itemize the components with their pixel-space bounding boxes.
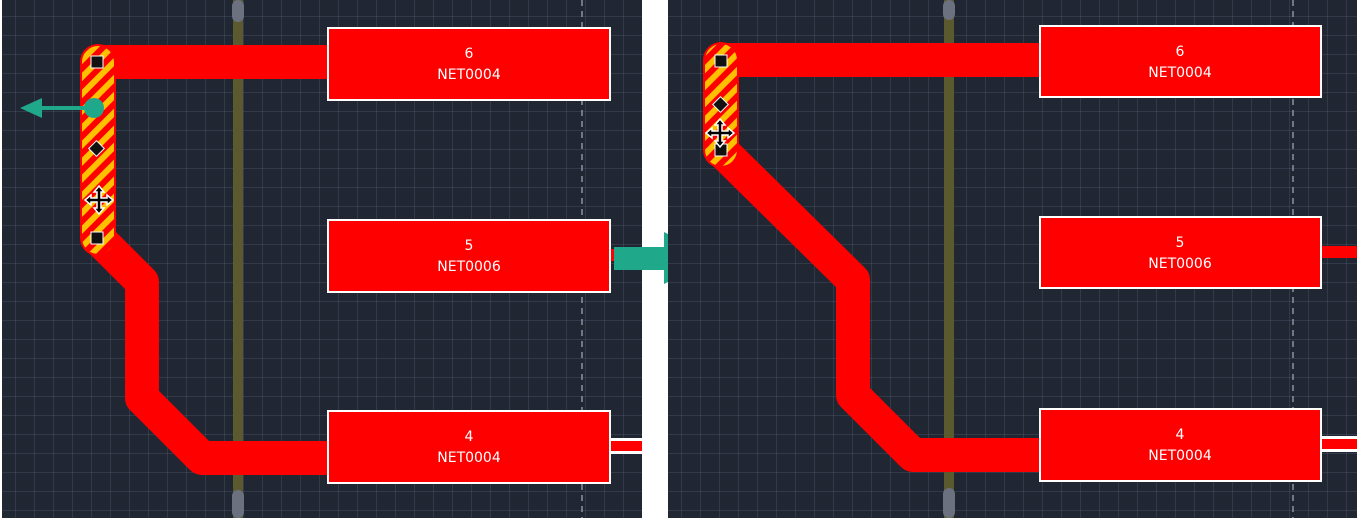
trace-stub-pad5 — [1320, 246, 1357, 258]
pad-net-name: NET0006 — [1148, 256, 1212, 272]
pad-net-name: NET0006 — [437, 259, 501, 275]
pad-number: 5 — [465, 238, 474, 254]
pad-number: 4 — [465, 429, 474, 445]
square-handle-icon[interactable] — [714, 54, 728, 68]
guide-line-cap-bottom — [232, 490, 244, 518]
pad-net-name: NET0004 — [1148, 65, 1212, 81]
pad-5[interactable]: 5 NET0006 — [327, 219, 611, 293]
guide-line — [233, 0, 243, 518]
pad-4[interactable]: 4 NET0004 — [1039, 408, 1322, 482]
pad-4[interactable]: 4 NET0004 — [327, 410, 611, 484]
pad-6[interactable]: 6 NET0004 — [327, 27, 611, 101]
pcb-layout-before: 6 NET0004 5 NET0006 4 NET0004 — [20, 0, 642, 518]
diamond-handle-icon[interactable] — [712, 96, 729, 113]
trace-stub-pad4-fill — [1320, 439, 1357, 449]
move-cursor-icon — [704, 117, 736, 149]
square-handle-icon[interactable] — [90, 55, 104, 69]
trace-stub-pad4-fill — [608, 441, 642, 451]
diamond-handle-icon[interactable] — [88, 140, 105, 157]
guide-line-cap-bottom — [943, 488, 955, 518]
guide-line — [944, 0, 954, 518]
move-cursor-icon — [83, 184, 115, 216]
trace-net0004-bottom[interactable] — [81, 221, 349, 475]
pad-net-name: NET0004 — [437, 450, 501, 466]
pad-6[interactable]: 6 NET0004 — [1039, 25, 1322, 98]
pad-number: 4 — [1176, 427, 1185, 443]
pcb-canvas-before[interactable]: 6 NET0004 5 NET0006 4 NET0004 — [2, 0, 642, 518]
guide-line-cap-top — [232, 0, 244, 22]
pad-number: 5 — [1176, 235, 1185, 251]
arrow-left-icon — [20, 98, 104, 118]
pad-number: 6 — [1176, 44, 1185, 60]
pcb-canvas-after[interactable]: 6 NET0004 5 NET0006 4 NET0004 — [668, 0, 1357, 518]
pad-5[interactable]: 5 NET0006 — [1039, 216, 1322, 289]
guide-line-cap-top — [943, 0, 955, 20]
pad-net-name: NET0004 — [1148, 448, 1212, 464]
trace-net0004-bottom[interactable] — [704, 133, 1059, 472]
pad-net-name: NET0004 — [437, 67, 501, 83]
pcb-layout-after: 6 NET0004 5 NET0006 4 NET0004 — [703, 0, 1357, 518]
pad-number: 6 — [465, 46, 474, 62]
square-handle-icon[interactable] — [90, 231, 104, 245]
